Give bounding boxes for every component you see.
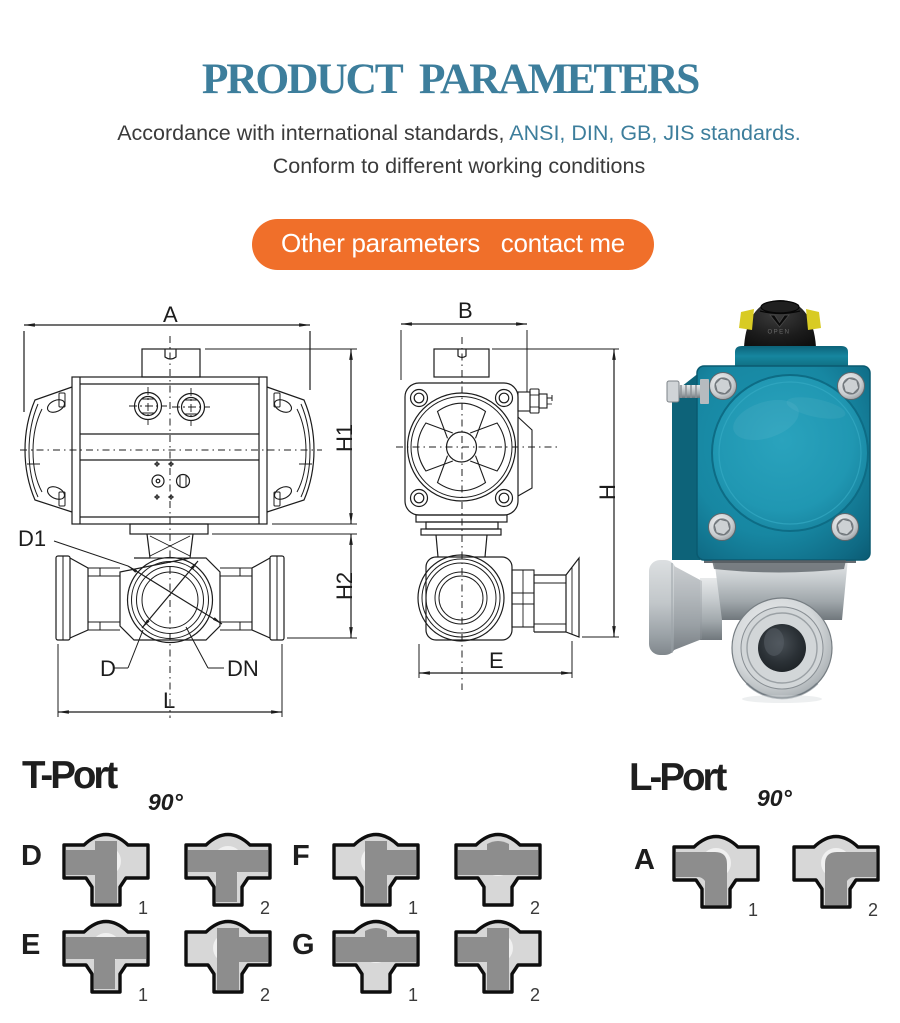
svg-text:1: 1 [748, 900, 758, 920]
svg-text:D1: D1 [18, 526, 46, 551]
svg-text:D: D [21, 840, 42, 872]
svg-text:E: E [489, 648, 504, 673]
svg-text:2: 2 [260, 985, 270, 1005]
svg-text:L-Port: L-Port [629, 756, 728, 799]
svg-text:2: 2 [260, 898, 270, 918]
svg-text:2: 2 [530, 898, 540, 918]
svg-text:2: 2 [868, 900, 878, 920]
svg-text:90°: 90° [148, 789, 184, 815]
svg-text:1: 1 [138, 898, 148, 918]
svg-text:A: A [634, 844, 655, 876]
svg-text:H2: H2 [332, 572, 357, 600]
svg-text:B: B [458, 298, 473, 323]
svg-text:1: 1 [408, 898, 418, 918]
svg-text:90°: 90° [757, 785, 793, 811]
svg-text:2: 2 [530, 985, 540, 1005]
svg-text:H: H [595, 484, 620, 500]
svg-text:1: 1 [138, 985, 148, 1005]
svg-text:OPEN: OPEN [767, 330, 790, 336]
svg-text:D: D [100, 656, 116, 681]
svg-text:H1: H1 [332, 424, 357, 452]
svg-text:G: G [292, 929, 315, 961]
svg-text:L: L [163, 688, 175, 713]
svg-text:1: 1 [408, 985, 418, 1005]
svg-text:A: A [163, 302, 178, 327]
svg-text:E: E [21, 929, 40, 961]
svg-text:T-Port: T-Port [22, 754, 118, 797]
svg-text:F: F [292, 840, 310, 872]
svg-text:DN: DN [227, 656, 259, 681]
